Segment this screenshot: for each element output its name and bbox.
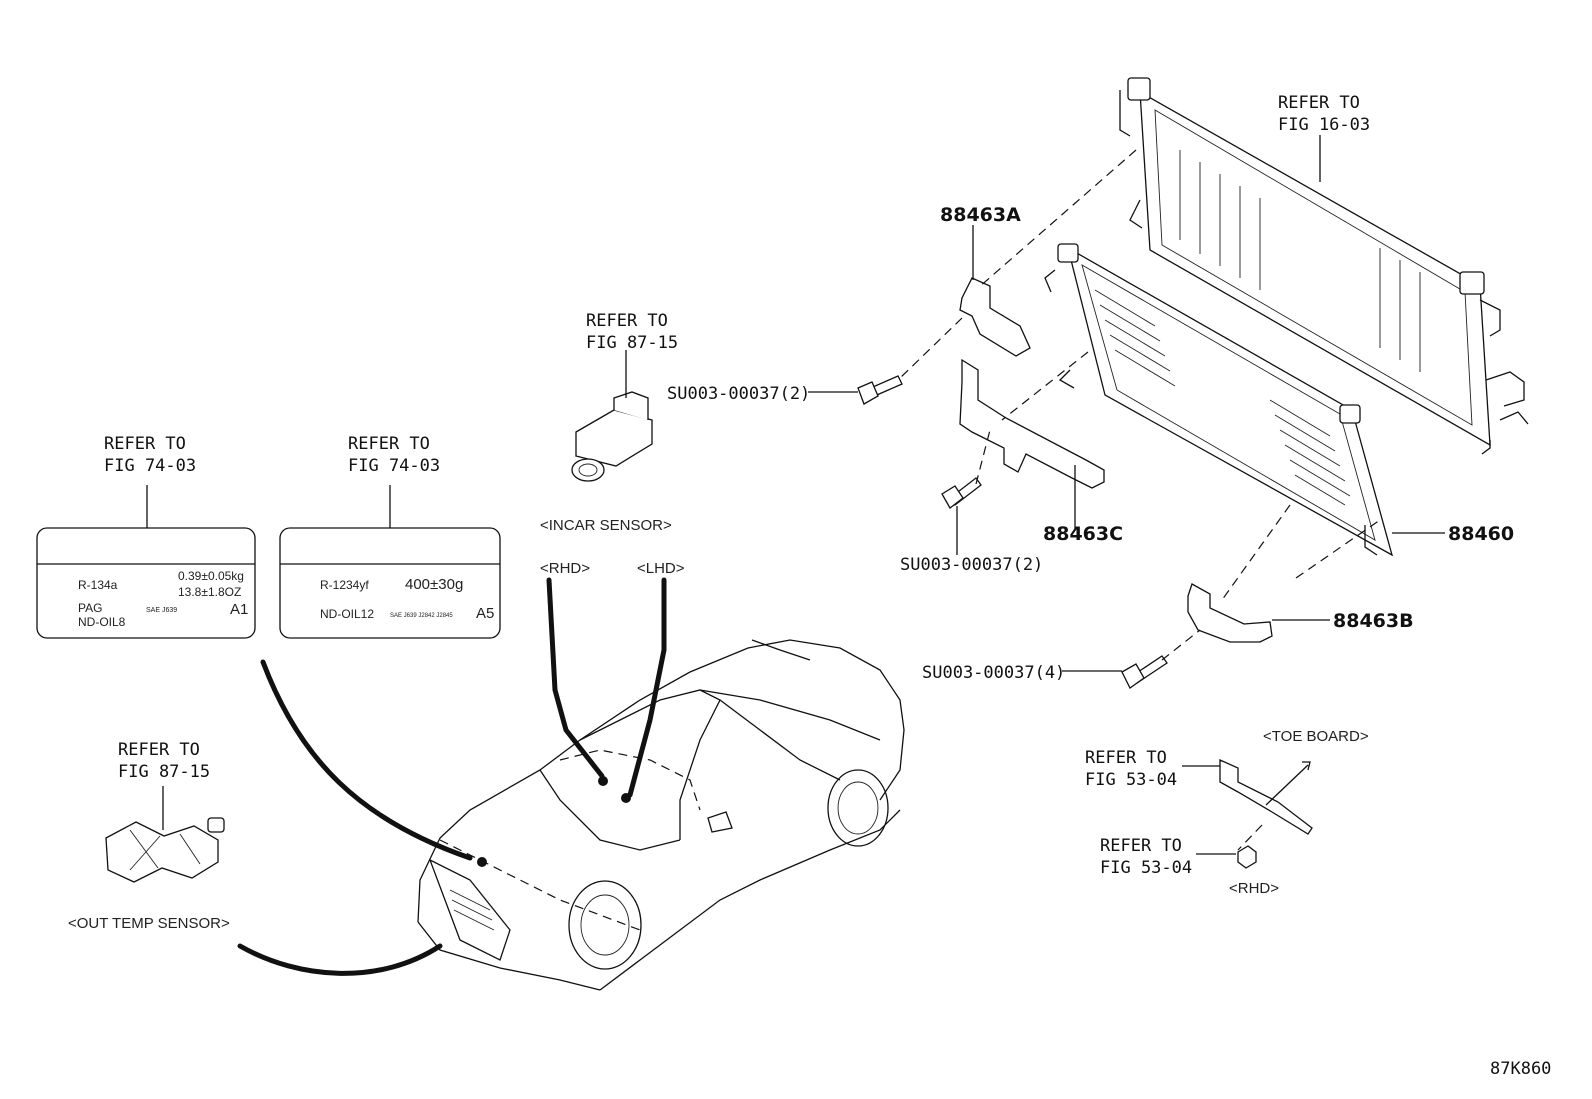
label-b-amount: 400±30g bbox=[405, 576, 463, 593]
ac-label-b-text: R-1234yf 400±30g ND-OIL12 SAE J639 J2842… bbox=[320, 576, 494, 622]
radiator-ref-line2: FIG 16-03 bbox=[1278, 115, 1370, 135]
label-a-amount-oz: 13.8±1.8OZ bbox=[178, 585, 241, 599]
ac-label-a-text: R-134a 0.39±0.05kg 13.8±1.8OZ PAG ND-OIL… bbox=[78, 569, 248, 629]
ac-label-a-drawing bbox=[36, 485, 256, 639]
out-temp-ref-line2: FIG 87-15 bbox=[118, 762, 210, 782]
rhd-small-caption: <RHD> bbox=[1229, 880, 1279, 897]
car-drawing bbox=[417, 639, 905, 991]
label-a-grade: A1 bbox=[230, 601, 248, 618]
part-number-88463a: 88463A bbox=[940, 204, 1021, 226]
label-a-ref-line2: FIG 74-03 bbox=[104, 456, 196, 476]
bolt-1-label: SU003-00037(2) bbox=[667, 384, 810, 404]
figure-code: 87K860 bbox=[1490, 1059, 1551, 1079]
toe-board-callout: REFER TO FIG 53-04 bbox=[1085, 748, 1177, 790]
incar-ref-line1: REFER TO bbox=[586, 311, 668, 331]
label-a-callout: REFER TO FIG 74-03 bbox=[104, 434, 196, 476]
label-a-code: SAE J639 bbox=[146, 607, 177, 614]
label-a-oil-type: PAG bbox=[78, 601, 102, 615]
rhd-clip-callout: REFER TO FIG 53-04 bbox=[1100, 836, 1192, 878]
toe-board-drawing bbox=[1182, 758, 1313, 869]
bracket-88463c-drawing bbox=[959, 358, 1105, 489]
bracket-88463b-drawing bbox=[1187, 583, 1273, 643]
radiator-ref-line1: REFER TO bbox=[1278, 93, 1360, 113]
incar-sensor-caption: <INCAR SENSOR> bbox=[540, 517, 672, 534]
toe-board-ref-line1: REFER TO bbox=[1085, 748, 1167, 768]
label-b-ref-line2: FIG 74-03 bbox=[348, 456, 440, 476]
label-b-ref-line1: REFER TO bbox=[348, 434, 430, 454]
condenser-drawing bbox=[1044, 243, 1394, 557]
label-a-ref-line1: REFER TO bbox=[104, 434, 186, 454]
toe-board-caption: <TOE BOARD> bbox=[1263, 728, 1369, 745]
out-temp-ref-line1: REFER TO bbox=[118, 740, 200, 760]
rhd-clip-ref-line2: FIG 53-04 bbox=[1100, 858, 1192, 878]
incar-sensor-drawing bbox=[571, 350, 653, 482]
lhd-caption: <LHD> bbox=[637, 560, 685, 577]
rhd-caption: <RHD> bbox=[540, 560, 590, 577]
incar-ref-line2: FIG 87-15 bbox=[586, 333, 678, 353]
label-b-refrigerant: R-1234yf bbox=[320, 578, 369, 592]
bolt-2-label: SU003-00037(2) bbox=[900, 555, 1043, 575]
label-b-grade: A5 bbox=[476, 605, 494, 622]
toe-board-ref-line2: FIG 53-04 bbox=[1085, 770, 1177, 790]
part-number-88463c: 88463C bbox=[1043, 523, 1123, 545]
ac-label-b-drawing bbox=[279, 485, 501, 639]
part-number-88460: 88460 bbox=[1448, 523, 1514, 545]
label-a-refrigerant: R-134a bbox=[78, 578, 118, 592]
right-leader-lines bbox=[808, 135, 1445, 672]
assembly-dashed-lines bbox=[897, 149, 1381, 661]
rhd-clip-ref-line1: REFER TO bbox=[1100, 836, 1182, 856]
radiator-drawing bbox=[1119, 77, 1529, 455]
bolt-2-drawing bbox=[941, 477, 982, 509]
label-b-callout: REFER TO FIG 74-03 bbox=[348, 434, 440, 476]
label-a-amount-kg: 0.39±0.05kg bbox=[178, 569, 244, 583]
out-temp-callout: REFER TO FIG 87-15 bbox=[118, 740, 210, 782]
bolt-1-drawing bbox=[857, 375, 903, 405]
out-temp-sensor-drawing bbox=[105, 786, 225, 883]
connector-lines bbox=[237, 577, 667, 976]
bolt-3-label: SU003-00037(4) bbox=[922, 663, 1065, 683]
label-b-oil-name: ND-OIL12 bbox=[320, 607, 374, 621]
bracket-88463a-drawing bbox=[959, 277, 1031, 357]
label-a-oil-name: ND-OIL8 bbox=[78, 615, 126, 629]
incar-callout: REFER TO FIG 87-15 bbox=[586, 311, 678, 353]
part-number-88463b: 88463B bbox=[1333, 610, 1414, 632]
bolt-3-drawing bbox=[1121, 655, 1168, 689]
radiator-callout: REFER TO FIG 16-03 bbox=[1278, 93, 1370, 135]
out-temp-sensor-caption: <OUT TEMP SENSOR> bbox=[68, 915, 230, 932]
label-b-code: SAE J639 J2842 J2845 bbox=[390, 613, 453, 619]
